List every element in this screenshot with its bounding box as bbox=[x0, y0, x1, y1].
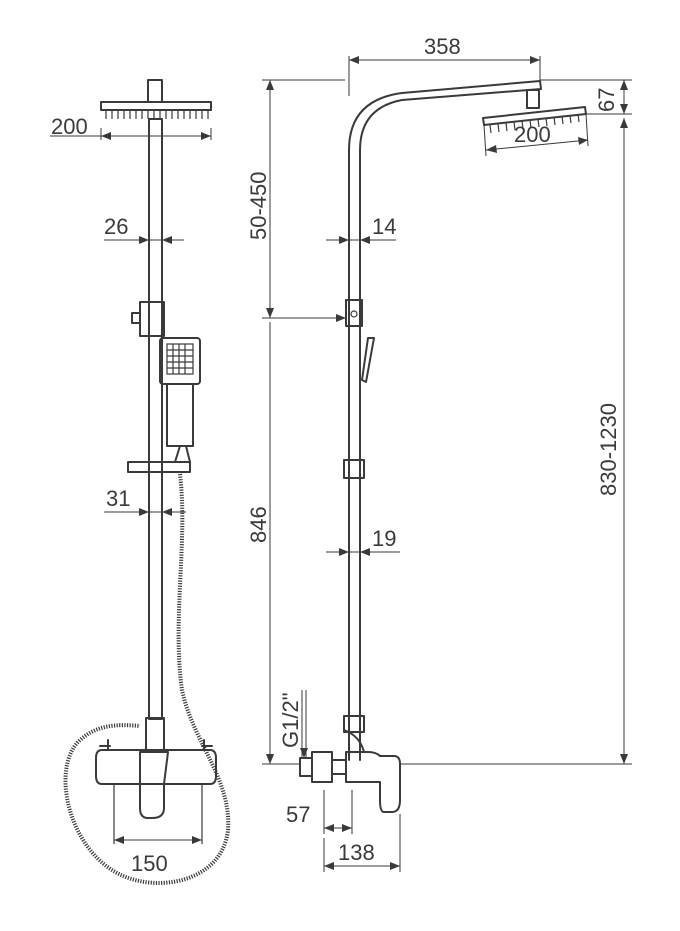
front-hose bbox=[63, 473, 231, 885]
dim-side-thread: G1/2" bbox=[278, 692, 303, 748]
front-mixer-valve bbox=[95, 739, 217, 844]
dimension-labels: 200 26 31 150 358 67 200 50-450 14 830-1… bbox=[51, 34, 621, 876]
side-joint bbox=[343, 715, 365, 733]
side-curved-arm bbox=[348, 80, 542, 761]
dim-side-valve-depth: 138 bbox=[338, 840, 375, 865]
side-mixer-valve bbox=[299, 729, 401, 813]
side-bracket bbox=[345, 299, 363, 327]
front-view bbox=[63, 79, 231, 885]
dim-side-head-height: 67 bbox=[594, 88, 619, 112]
dim-front-lower-pipe-diameter: 31 bbox=[106, 486, 130, 511]
side-holder bbox=[343, 459, 365, 479]
dim-side-upper-pipe-diameter: 14 bbox=[372, 214, 396, 239]
dim-side-total-height: 830-1230 bbox=[596, 403, 621, 496]
dim-side-lower-pipe-diameter: 19 bbox=[372, 526, 396, 551]
dim-side-head-width: 200 bbox=[514, 122, 551, 147]
side-view bbox=[299, 80, 587, 813]
dim-side-arm-reach: 358 bbox=[424, 34, 461, 59]
dim-side-adjust-range: 50-450 bbox=[246, 171, 271, 240]
dim-front-head-width: 200 bbox=[51, 114, 88, 139]
side-hand-shower bbox=[361, 337, 375, 383]
dim-side-valve-offset: 57 bbox=[286, 802, 310, 827]
dim-side-lower-height: 846 bbox=[246, 506, 271, 543]
dimension-lines bbox=[50, 56, 632, 872]
front-riser-pipe bbox=[127, 118, 191, 751]
front-hand-shower bbox=[159, 337, 201, 447]
dim-front-valve-centers: 150 bbox=[131, 851, 168, 876]
front-shower-head bbox=[100, 79, 212, 119]
dim-front-pipe-diameter: 26 bbox=[104, 214, 128, 239]
